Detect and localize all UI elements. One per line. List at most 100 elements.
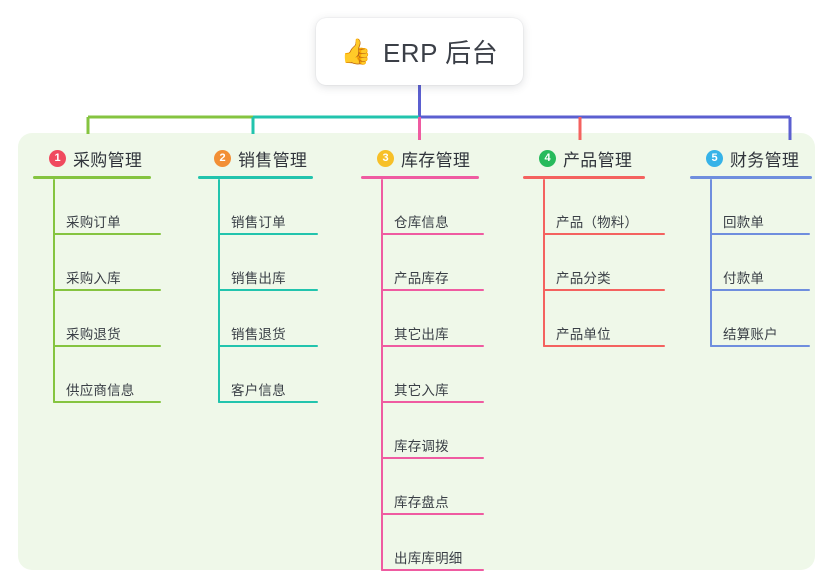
branch-column-3: 3 库存管理仓库信息产品库存其它出库其它入库库存调拨库存盘点出库库明细 bbox=[361, 145, 509, 571]
branch-item[interactable]: 库存调拨 bbox=[381, 403, 509, 459]
branch-spine bbox=[710, 179, 712, 347]
branch-item-underline bbox=[218, 345, 318, 347]
branch-item-underline bbox=[218, 289, 318, 291]
branch-column-5: 5 财务管理回款单付款单结算账户 bbox=[690, 145, 839, 347]
branch-item-label: 采购退货 bbox=[66, 327, 121, 342]
branch-item-label: 库存盘点 bbox=[394, 495, 449, 510]
branch-item-list: 采购订单采购入库采购退货供应商信息 bbox=[33, 179, 181, 403]
branch-item[interactable]: 结算账户 bbox=[710, 291, 839, 347]
branch-item-underline bbox=[53, 345, 161, 347]
branch-item[interactable]: 采购订单 bbox=[53, 179, 181, 235]
branch-item-underline bbox=[381, 513, 484, 515]
branch-item[interactable]: 产品库存 bbox=[381, 235, 509, 291]
branch-item[interactable]: 销售退货 bbox=[218, 291, 343, 347]
branch-item-label: 产品（物料） bbox=[556, 215, 639, 230]
branch-item-label: 产品单位 bbox=[556, 327, 611, 342]
branch-column-4: 4 产品管理产品（物料） 产品分类产品单位 bbox=[523, 145, 675, 347]
branch-item-underline bbox=[218, 401, 318, 403]
branch-item[interactable]: 库存盘点 bbox=[381, 459, 509, 515]
branch-item-label: 采购入库 bbox=[66, 271, 121, 286]
branch-item-label: 其它入库 bbox=[394, 383, 449, 398]
branch-item-label: 销售退货 bbox=[231, 327, 286, 342]
branch-header-3[interactable]: 3 库存管理 bbox=[361, 145, 509, 172]
branch-header-1[interactable]: 1 采购管理 bbox=[33, 145, 181, 172]
branch-item-label: 付款单 bbox=[723, 271, 765, 286]
branch-item-label: 结算账户 bbox=[723, 327, 778, 342]
branch-item-underline bbox=[381, 233, 484, 235]
branch-item-underline bbox=[710, 233, 810, 235]
branch-item[interactable]: 其它出库 bbox=[381, 291, 509, 347]
branch-item-underline bbox=[543, 233, 665, 235]
branch-item-underline bbox=[53, 289, 161, 291]
branch-title: 产品管理 bbox=[563, 151, 633, 170]
branch-item-underline bbox=[381, 457, 484, 459]
branch-item[interactable]: 仓库信息 bbox=[381, 179, 509, 235]
branch-item-underline bbox=[381, 569, 484, 571]
branch-number-badge: 2 bbox=[214, 150, 231, 167]
branch-number-badge: 1 bbox=[49, 150, 66, 167]
branch-spine bbox=[218, 179, 220, 403]
branch-item[interactable]: 产品单位 bbox=[543, 291, 675, 347]
branch-item[interactable]: 出库库明细 bbox=[381, 515, 509, 571]
branch-title: 财务管理 bbox=[730, 151, 800, 170]
branch-item-list: 销售订单销售出库销售退货客户信息 bbox=[198, 179, 343, 403]
branch-item-label: 其它出库 bbox=[394, 327, 449, 342]
diagram-background-panel bbox=[18, 133, 815, 570]
branch-item-underline bbox=[218, 233, 318, 235]
branch-item[interactable]: 回款单 bbox=[710, 179, 839, 235]
branch-item-label: 客户信息 bbox=[231, 383, 286, 398]
branch-spine bbox=[381, 179, 383, 571]
thumbs-up-icon: 👍 bbox=[340, 38, 372, 66]
root-node-label: ERP 后台 bbox=[382, 38, 499, 68]
branch-number-badge: 3 bbox=[377, 150, 394, 167]
branch-item-underline bbox=[53, 401, 161, 403]
branch-item-underline bbox=[53, 233, 161, 235]
branch-item-underline bbox=[381, 401, 484, 403]
branch-item-label: 仓库信息 bbox=[394, 215, 449, 230]
branch-column-2: 2 销售管理销售订单销售出库销售退货客户信息 bbox=[198, 145, 343, 403]
branch-item[interactable]: 其它入库 bbox=[381, 347, 509, 403]
branch-item-underline bbox=[381, 345, 484, 347]
branch-item-label: 采购订单 bbox=[66, 215, 121, 230]
branch-item-label: 产品分类 bbox=[556, 271, 611, 286]
branch-item-underline bbox=[543, 289, 665, 291]
branch-item[interactable]: 产品分类 bbox=[543, 235, 675, 291]
branch-item-label: 销售订单 bbox=[231, 215, 286, 230]
branch-item[interactable]: 产品（物料） bbox=[543, 179, 675, 235]
branch-item-underline bbox=[381, 289, 484, 291]
branch-item[interactable]: 采购入库 bbox=[53, 235, 181, 291]
branch-column-1: 1 采购管理采购订单采购入库采购退货供应商信息 bbox=[33, 145, 181, 403]
branch-title: 采购管理 bbox=[73, 151, 143, 170]
branch-item-label: 回款单 bbox=[723, 215, 765, 230]
branch-item-label: 出库库明细 bbox=[394, 551, 463, 566]
branch-item-label: 供应商信息 bbox=[66, 383, 135, 398]
branch-item-list: 回款单付款单结算账户 bbox=[690, 179, 839, 347]
branch-item[interactable]: 销售出库 bbox=[218, 235, 343, 291]
branch-item[interactable]: 客户信息 bbox=[218, 347, 343, 403]
branch-item-label: 产品库存 bbox=[394, 271, 449, 286]
branch-item-underline bbox=[710, 345, 810, 347]
branch-item[interactable]: 采购退货 bbox=[53, 291, 181, 347]
branch-title: 销售管理 bbox=[238, 151, 308, 170]
branch-item[interactable]: 销售订单 bbox=[218, 179, 343, 235]
branch-spine bbox=[53, 179, 55, 403]
branch-item-underline bbox=[710, 289, 810, 291]
branch-number-badge: 5 bbox=[706, 150, 723, 167]
branch-underline bbox=[523, 176, 645, 179]
branch-spine bbox=[543, 179, 545, 347]
branch-header-2[interactable]: 2 销售管理 bbox=[198, 145, 343, 172]
branch-item[interactable]: 供应商信息 bbox=[53, 347, 181, 403]
branch-underline bbox=[198, 176, 313, 179]
branch-underline bbox=[361, 176, 479, 179]
branch-header-5[interactable]: 5 财务管理 bbox=[690, 145, 839, 172]
branch-underline bbox=[33, 176, 151, 179]
root-node[interactable]: 👍 ERP 后台 bbox=[316, 18, 523, 85]
branch-item[interactable]: 付款单 bbox=[710, 235, 839, 291]
branch-item-label: 库存调拨 bbox=[394, 439, 449, 454]
branch-header-4[interactable]: 4 产品管理 bbox=[523, 145, 675, 172]
branch-item-label: 销售出库 bbox=[231, 271, 286, 286]
branch-number-badge: 4 bbox=[539, 150, 556, 167]
branch-title: 库存管理 bbox=[401, 151, 471, 170]
branch-item-underline bbox=[543, 345, 665, 347]
